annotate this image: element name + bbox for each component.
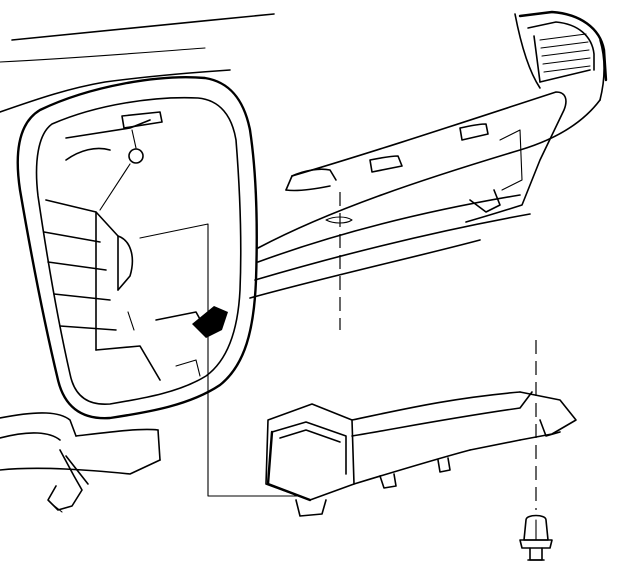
steering-column-bracket [0, 412, 161, 513]
leader-lines [139, 192, 537, 510]
knee-bolster-duct [265, 391, 577, 517]
air-outlet-vent [518, 10, 608, 83]
push-pin-fastener [519, 514, 553, 561]
lower-trim-panel [285, 91, 567, 224]
instrument-cluster-opening [16, 76, 258, 420]
instrument-panel [0, 13, 605, 299]
